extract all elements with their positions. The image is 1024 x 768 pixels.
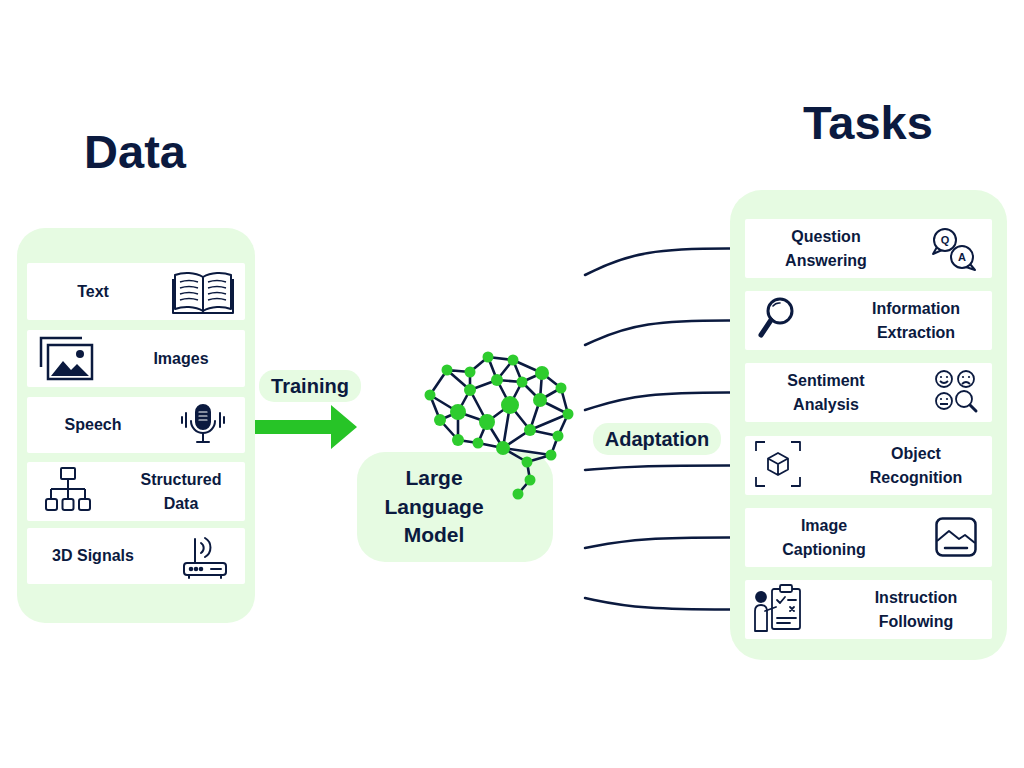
icon — [27, 330, 245, 387]
item-box: Object Recognition — [745, 436, 992, 495]
panel-heading: Tasks — [803, 96, 933, 150]
box-label: Sentiment Analysis — [769, 369, 884, 415]
model-label: Large Language Model — [369, 464, 499, 551]
item-box: Images — [27, 330, 245, 387]
icon — [745, 436, 992, 495]
item-box: 3D Signals — [27, 528, 245, 584]
label-anchor: Q — [941, 235, 950, 246]
box-label: Question Answering — [769, 225, 884, 271]
icon-shape — [756, 442, 800, 486]
item-box: Instruction Following — [745, 580, 992, 639]
icon-shape — [933, 229, 975, 270]
icon — [27, 462, 245, 521]
icon-shape — [937, 519, 976, 556]
label-anchor: A — [958, 252, 966, 263]
group-panel: TextImagesSpeechStructured Data 3D Signal… — [17, 228, 255, 623]
adaptation-arrow — [585, 321, 745, 346]
item-box: Structured Data — [27, 462, 245, 521]
icon-shape — [936, 371, 976, 411]
icon-shape — [755, 585, 800, 631]
stage-label: Adaptation — [593, 423, 721, 455]
box-label: Information Extraction — [859, 297, 974, 343]
box-label: Images — [153, 347, 208, 370]
box-label: Instruction Following — [859, 586, 974, 632]
icon — [745, 219, 992, 278]
label-anchor: Training — [259, 370, 361, 402]
training-arrow — [255, 405, 357, 449]
icon — [745, 291, 992, 350]
icon — [27, 397, 245, 453]
adaptation-arrow — [585, 466, 745, 471]
icon — [745, 508, 992, 567]
icon-shape — [46, 468, 90, 510]
item-box: Information Extraction — [745, 291, 992, 350]
adaptation-arrow — [585, 538, 745, 549]
box-label: Text — [77, 280, 109, 303]
panel-heading: Data — [84, 125, 186, 179]
box-label: Speech — [65, 413, 122, 436]
edge-label: Training — [259, 370, 361, 402]
icon — [745, 580, 992, 639]
icon-shape — [41, 338, 92, 379]
item-box: Text — [27, 263, 245, 320]
icon-shape — [761, 299, 792, 335]
label-anchor: Adaptation — [593, 423, 721, 455]
icon-shape — [173, 273, 233, 313]
box-label: Structured Data — [131, 468, 231, 514]
adaptation-arrow — [585, 249, 745, 276]
icon-shape — [182, 405, 224, 442]
icon-letter: A — [958, 252, 966, 263]
model-box — [357, 452, 553, 562]
item-box: Sentiment Analysis — [745, 363, 992, 422]
box-label: Image Captioning — [767, 514, 882, 560]
icon-letter: Q — [941, 235, 950, 246]
adaptation-arrow — [585, 393, 745, 411]
box-label: Object Recognition — [859, 442, 974, 488]
item-box: Speech — [27, 397, 245, 453]
model-shape — [357, 265, 585, 605]
adaptation-arrow — [585, 598, 745, 610]
icon — [27, 263, 245, 320]
icon-shape — [184, 538, 226, 578]
item-box: Image Captioning — [745, 508, 992, 567]
icon — [745, 363, 992, 422]
box-label: 3D Signals — [52, 544, 134, 567]
model-node: Large Language Model — [357, 265, 585, 605]
item-box: Question Answering — [745, 219, 992, 278]
